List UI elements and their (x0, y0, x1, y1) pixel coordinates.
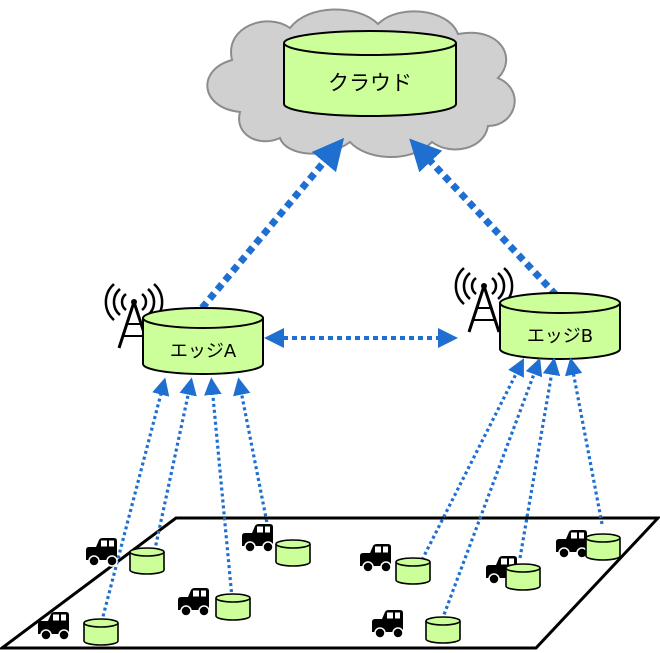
edge-b-label: エッジB (527, 326, 593, 347)
cloud-label: クラウド (328, 71, 412, 95)
cloud-storage-node: クラウド (283, 30, 457, 117)
vehicle-to-edge-b-arrow (564, 357, 604, 525)
database-cylinder-icon (129, 547, 165, 575)
database-cylinder-icon (395, 557, 431, 585)
edge-b-to-cloud-arrow (409, 138, 559, 298)
database-cylinder-icon (505, 563, 541, 591)
database-cylinder-icon (83, 618, 119, 646)
edge-a-to-cloud-arrow (199, 137, 345, 311)
ground-area (0, 516, 660, 650)
edge-a-node: エッジA (142, 307, 264, 375)
database-cylinder-icon (275, 539, 311, 567)
database-cylinder-icon (215, 593, 251, 621)
vehicle-to-edge-a-arrow (150, 377, 197, 564)
car-icon (85, 537, 118, 567)
edge-b-node: エッジB (499, 292, 621, 360)
vehicle-to-edge-b-arrow (420, 358, 524, 561)
vehicle-to-edge-b-arrow (518, 357, 561, 559)
database-cylinder-icon (425, 616, 461, 644)
vehicle-to-edge-a-arrow (233, 377, 270, 529)
database-cylinder-icon (585, 533, 621, 561)
edge-a-label: エッジA (170, 341, 237, 362)
